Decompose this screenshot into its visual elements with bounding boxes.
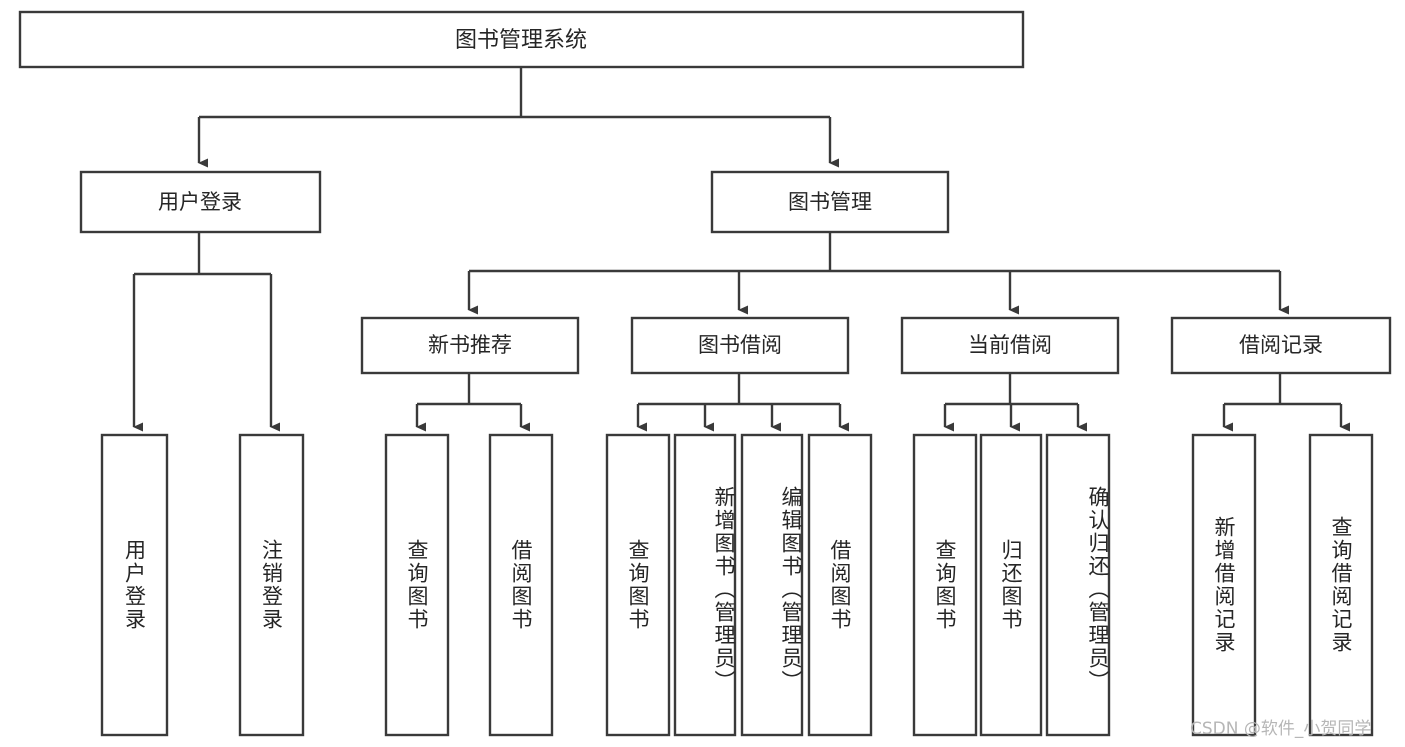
node-user-login-label: 用户登录 [158, 190, 242, 214]
node-borrow-record-label: 借阅记录 [1239, 333, 1323, 357]
node-current-borrow-box[interactable] [900, 316, 1120, 375]
connector-group-root [197, 67, 839, 168]
connector-group-borrow-record [1222, 373, 1350, 432]
node-book-borrow[interactable]: 图书借阅 [630, 316, 850, 375]
node-leaf-add-book-box[interactable] [673, 433, 737, 737]
node-book-manage[interactable]: 图书管理 [710, 170, 950, 234]
node-leaf-confirm-return-box[interactable] [1045, 433, 1111, 737]
connector-group-book-manage [467, 232, 1289, 315]
node-current-borrow-label: 当前借阅 [968, 333, 1052, 357]
node-book-manage-label: 图书管理 [788, 190, 872, 214]
node-leaf-query-record-box[interactable] [1308, 433, 1374, 737]
node-leaf-query-book-3-box[interactable] [912, 433, 978, 737]
node-user-login-box[interactable] [79, 170, 322, 234]
node-borrow-record-box[interactable] [1170, 316, 1392, 375]
node-book-borrow-label: 图书借阅 [698, 333, 782, 357]
node-leaf-query-book-1-box[interactable] [384, 433, 450, 737]
node-new-book-recommend-label: 新书推荐 [428, 333, 512, 357]
node-leaf-edit-book-box[interactable] [740, 433, 804, 737]
node-new-book-recommend[interactable]: 新书推荐 [360, 316, 580, 375]
connector-group-user-login [132, 232, 280, 432]
node-leaf-add-record-box[interactable] [1191, 433, 1257, 737]
node-leaf-logout-box[interactable] [238, 433, 305, 737]
connector-group-current-borrow [943, 373, 1087, 432]
node-leaf-borrow-book-2-box[interactable] [807, 433, 873, 737]
node-book-borrow-box[interactable] [630, 316, 850, 375]
node-leaf-query-book-2-box[interactable] [605, 433, 671, 737]
csdn-watermark: CSDN @软件_小贺同学 [1190, 719, 1372, 739]
node-user-login[interactable]: 用户登录 [79, 170, 322, 234]
node-borrow-record[interactable]: 借阅记录 [1170, 316, 1392, 375]
node-leaf-borrow-book-1-box[interactable] [488, 433, 554, 737]
node-book-manage-box[interactable] [710, 170, 950, 234]
connector-group-new-book-recommend [415, 373, 530, 432]
connector-group-book-borrow [636, 373, 849, 432]
node-current-borrow[interactable]: 当前借阅 [900, 316, 1120, 375]
node-root-box[interactable] [18, 10, 1025, 69]
node-leaf-return-book-box[interactable] [979, 433, 1043, 737]
node-leaf-user-login-box[interactable] [100, 433, 169, 737]
node-root-label: 图书管理系统 [455, 28, 587, 53]
node-root[interactable]: 图书管理系统 [18, 10, 1025, 69]
node-new-book-recommend-box[interactable] [360, 316, 580, 375]
